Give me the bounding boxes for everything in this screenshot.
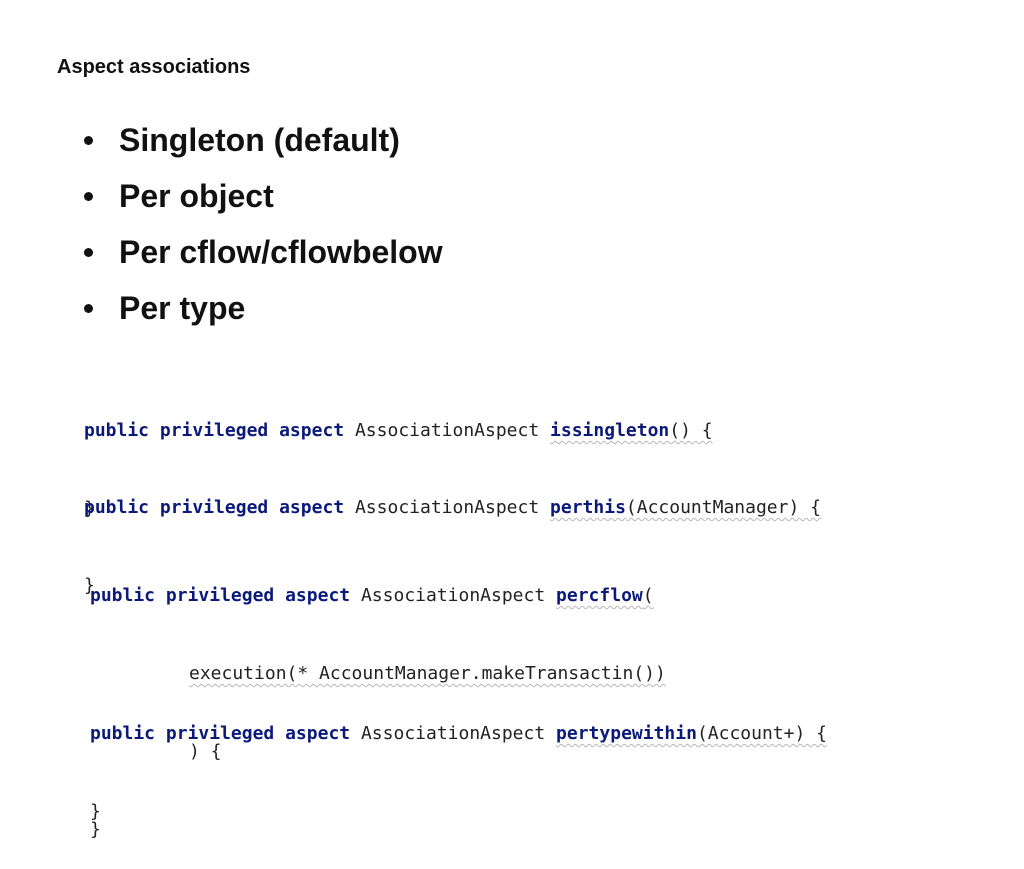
bullet-item: Per type — [84, 280, 443, 336]
keyword-aspect: aspect — [279, 420, 345, 441]
code-args: (Account+) { — [696, 723, 827, 744]
function-pertypewithin: pertypewithin — [556, 723, 697, 744]
code-block-perthis: public privileged aspect AssociationAspe… — [84, 443, 821, 625]
keyword-aspect: aspect — [279, 497, 345, 518]
bullet-dot-icon — [84, 303, 93, 313]
code-block-percflow: public privileged aspect AssociationAspe… — [90, 531, 666, 869]
keyword-public: public — [84, 420, 150, 441]
code-block-pertypewithin: public privileged aspect AssociationAspe… — [90, 669, 827, 851]
bullet-text: Per cflow/cflowbelow — [119, 234, 443, 270]
aspect-name: AssociationAspect — [360, 723, 546, 744]
aspect-name: AssociationAspect — [360, 585, 546, 606]
bullet-item: Singleton (default) — [84, 112, 443, 168]
closing-brace: } — [84, 575, 95, 596]
keyword-aspect: aspect — [285, 585, 351, 606]
bullet-text: Singleton (default) — [119, 122, 400, 158]
keyword-public: public — [90, 723, 156, 744]
code-open-paren: ( — [642, 585, 654, 606]
keyword-privileged: privileged — [159, 420, 269, 441]
closing-brace: } — [90, 801, 101, 822]
slide-title: Aspect associations — [57, 56, 251, 78]
code-args: (AccountManager) { — [625, 497, 821, 518]
code-rest: () { — [669, 420, 713, 441]
keyword-privileged: privileged — [165, 723, 275, 744]
code-close-paren: ) { — [189, 741, 222, 762]
code-block-issingleton: public privileged aspect AssociationAspe… — [84, 366, 713, 548]
bullet-text: Per type — [119, 290, 246, 326]
keyword-public: public — [84, 497, 150, 518]
keyword-public: public — [90, 585, 156, 606]
bullet-dot-icon — [84, 191, 93, 201]
keyword-privileged: privileged — [165, 585, 275, 606]
bullet-dot-icon — [84, 247, 93, 257]
function-issingleton: issingleton — [550, 420, 670, 441]
bullet-dot-icon — [84, 135, 93, 145]
aspect-name: AssociationAspect — [354, 420, 540, 441]
bullet-text: Per object — [119, 178, 274, 214]
aspect-name: AssociationAspect — [354, 497, 540, 518]
keyword-privileged: privileged — [159, 497, 269, 518]
bullet-item: Per cflow/cflowbelow — [84, 224, 443, 280]
keyword-aspect: aspect — [285, 723, 351, 744]
closing-brace: } — [84, 498, 95, 519]
function-perthis: perthis — [550, 497, 626, 518]
code-execution-line: execution(* AccountManager.makeTransacti… — [189, 663, 666, 684]
bullet-item: Per object — [84, 168, 443, 224]
bullet-list: Singleton (default) Per object Per cflow… — [84, 112, 443, 336]
function-percflow: percflow — [556, 585, 643, 606]
